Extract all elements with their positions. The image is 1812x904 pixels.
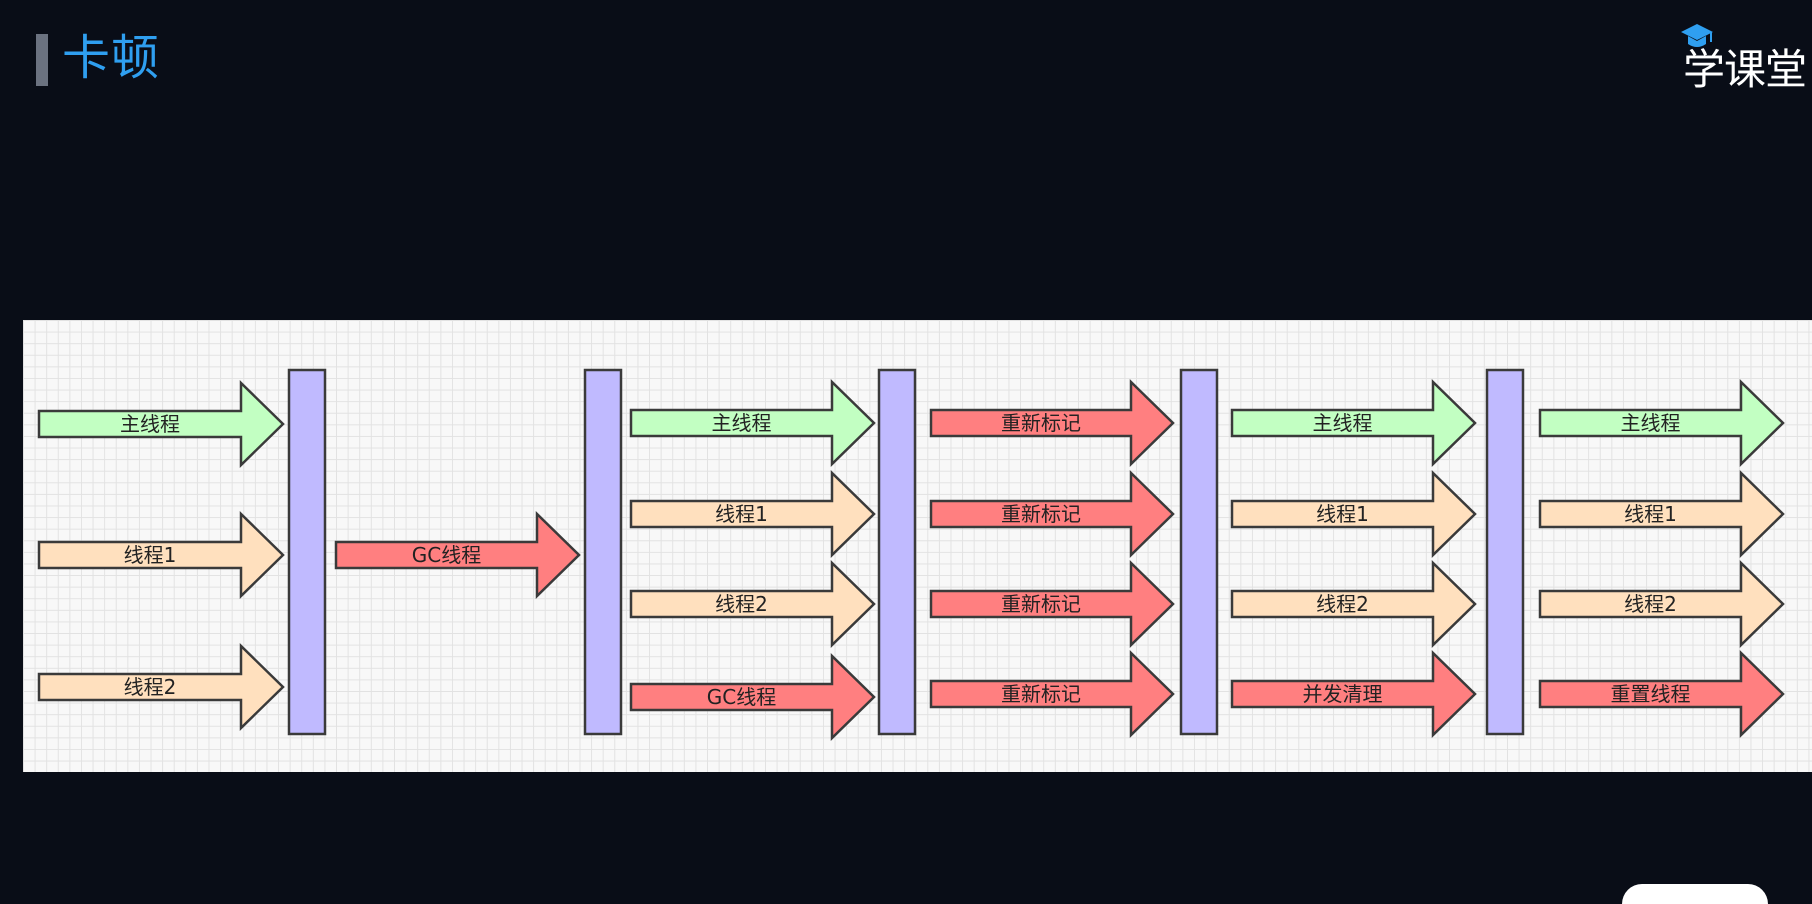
arrow-label: GC线程 (707, 685, 776, 709)
arrow-shape (629, 560, 876, 648)
arrow-shape (1538, 470, 1785, 558)
arrow-label: 线程2 (1624, 592, 1677, 616)
arrow-label: 主线程 (1313, 411, 1373, 435)
thread-arrow: GC线程 (334, 511, 581, 599)
graduation-cap-icon (1680, 24, 1713, 47)
thread-arrow: 主线程 (1538, 379, 1785, 467)
arrow-shape (929, 470, 1175, 558)
arrow-label: 主线程 (1621, 411, 1681, 435)
arrow-label: 线程2 (124, 675, 177, 699)
thread-arrow: 主线程 (1230, 379, 1477, 467)
thread-arrow: 线程2 (629, 560, 876, 648)
arrow-label: 线程1 (715, 502, 768, 526)
arrow-label: 线程2 (715, 592, 768, 616)
thread-arrow: 重新标记 (929, 379, 1175, 467)
arrow-shape (629, 653, 876, 741)
barrier-bar-5 (1485, 368, 1525, 736)
title-accent-bar (36, 34, 48, 86)
arrow-label: 重置线程 (1611, 682, 1691, 706)
arrow-shape (1230, 650, 1477, 738)
thread-arrow: 线程2 (1230, 560, 1477, 648)
arrow-label: 主线程 (120, 412, 180, 436)
arrow-shape (334, 511, 581, 599)
arrow-shape (629, 470, 876, 558)
page-title: 卡顿 (62, 30, 161, 86)
thread-arrow: 线程1 (1230, 470, 1477, 558)
thread-arrow: GC线程 (629, 653, 876, 741)
arrow-label: 并发清理 (1303, 682, 1383, 706)
arrow-shape (1538, 650, 1785, 738)
arrow-shape (37, 380, 285, 468)
barrier-bar-3 (877, 368, 917, 736)
barrier-bar-2 (583, 368, 623, 736)
arrow-shape (1230, 560, 1477, 648)
arrow-shape (929, 379, 1175, 467)
arrow-shape (1230, 470, 1477, 558)
thread-arrow: 线程1 (629, 470, 876, 558)
arrow-shape (1538, 560, 1785, 648)
arrow-shape (929, 560, 1175, 648)
thread-arrow: 重新标记 (929, 560, 1175, 648)
arrow-label: 重新标记 (1001, 411, 1081, 435)
barrier-bar-1 (287, 368, 327, 736)
thread-arrow: 线程2 (1538, 560, 1785, 648)
arrow-label: 线程1 (124, 543, 177, 567)
barrier-bar-4 (1179, 368, 1219, 736)
thread-arrow: 主线程 (629, 379, 876, 467)
brand-logo: 学课堂 (1679, 22, 1807, 98)
arrow-label: 线程1 (1316, 502, 1369, 526)
thread-arrow: 重新标记 (929, 470, 1175, 558)
thread-arrow: 重置线程 (1538, 650, 1785, 738)
arrow-shape (1538, 379, 1785, 467)
diagram-canvas: 主线程线程1线程2GC线程主线程线程1线程2GC线程重新标记重新标记重新标记重新… (37, 368, 1785, 741)
arrow-label: 重新标记 (1001, 592, 1081, 616)
arrow-label: 重新标记 (1001, 502, 1081, 526)
arrow-shape (929, 650, 1175, 738)
arrow-label: 主线程 (712, 411, 772, 435)
arrow-label: 线程1 (1624, 502, 1677, 526)
arrow-shape (1230, 379, 1477, 467)
arrow-label: 重新标记 (1001, 682, 1081, 706)
logo-text: 学课堂 (1682, 45, 1807, 94)
arrow-shape (37, 643, 285, 731)
arrow-shape (629, 379, 876, 467)
thread-arrow: 线程1 (1538, 470, 1785, 558)
thread-arrow: 重新标记 (929, 650, 1175, 738)
bottom-badge (1622, 884, 1768, 904)
thread-arrow: 主线程 (37, 380, 285, 468)
arrow-label: GC线程 (412, 543, 481, 567)
arrow-label: 线程2 (1316, 592, 1369, 616)
thread-arrow: 线程2 (37, 643, 285, 731)
thread-arrow: 并发清理 (1230, 650, 1477, 738)
thread-arrow: 线程1 (37, 511, 285, 599)
arrow-shape (37, 511, 285, 599)
